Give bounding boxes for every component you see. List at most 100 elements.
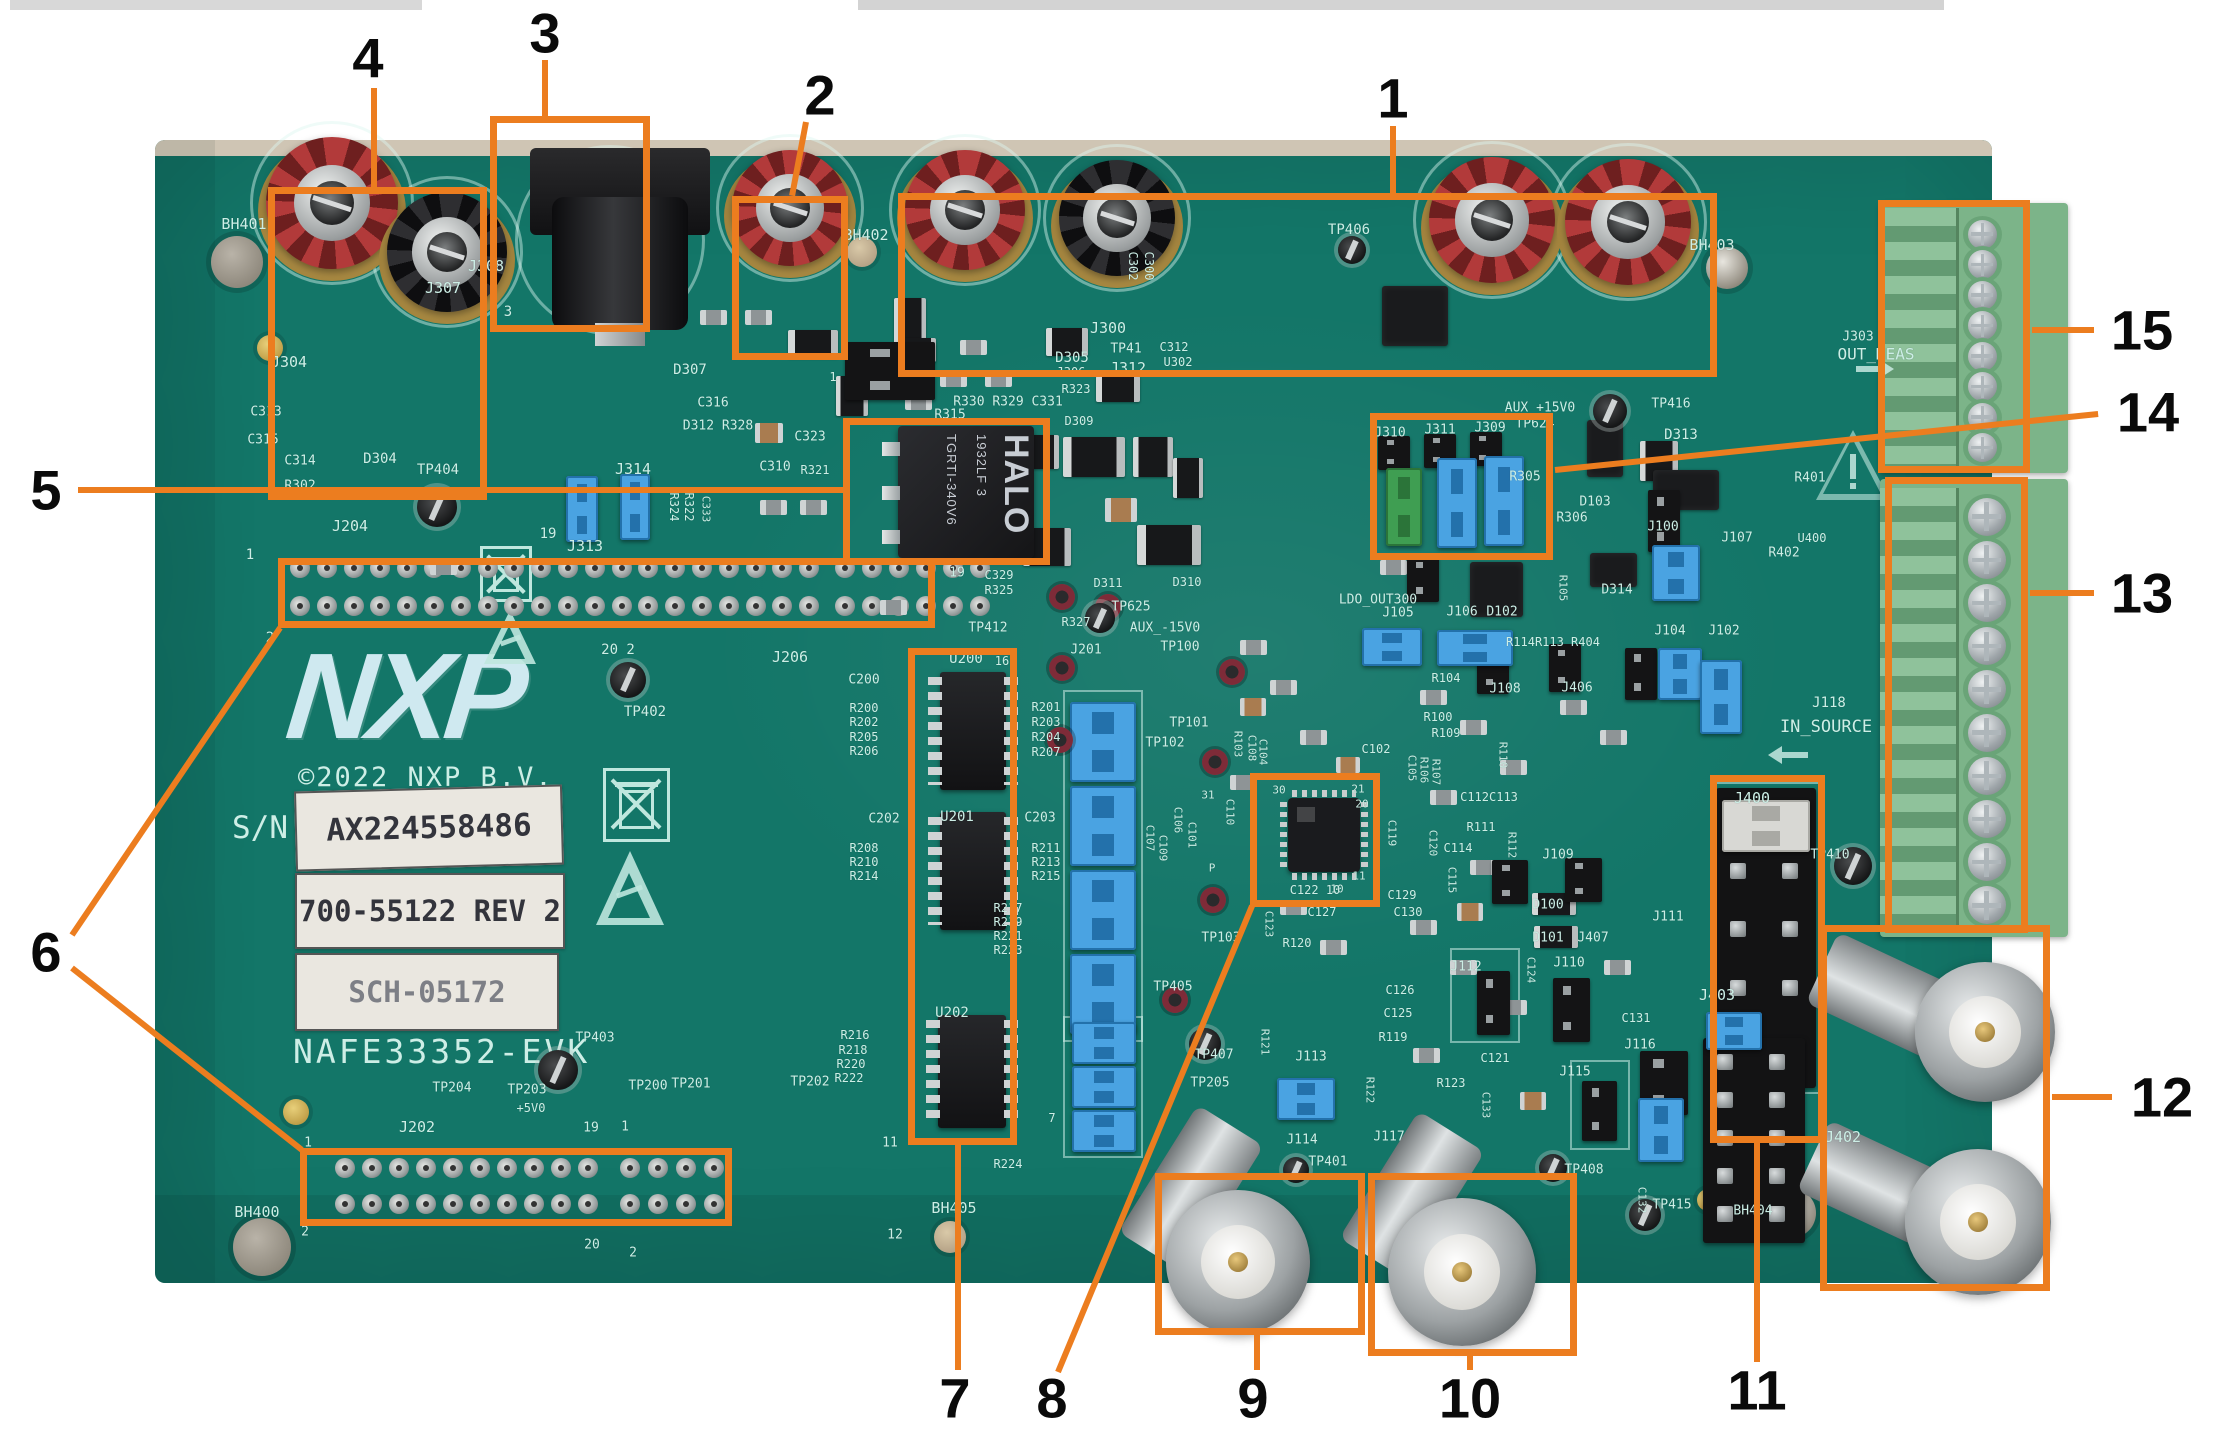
bin-icon [603,768,670,842]
callout-10-label: 10 [1438,1366,1502,1430]
silkscreen-label: D309 [1064,414,1094,428]
smd-diode [1133,437,1173,477]
U101-qfn [1280,790,1368,880]
fiducial-dot [847,237,877,267]
tb-cross-h [1971,384,1994,389]
tb-side-wall [1880,488,1959,928]
silkscreen-label: TP406 [1327,222,1371,238]
callout-6-label: 6 [30,920,62,984]
silkscreen-label: C115 [1445,866,1459,894]
silkscreen-label: J114 [1286,1132,1318,1148]
silkscreen-label: TP203 [507,1082,547,1098]
smd-capacitor [1520,1092,1546,1110]
jumper-slot [1714,704,1728,726]
pin-hole [297,603,303,609]
tb-cross-h [1972,643,2002,649]
tb-screw [1967,311,1997,341]
pin-tip [1485,678,1493,686]
smd-passive [800,500,827,515]
soic-pins [928,676,942,786]
silkscreen-label: U201 [940,809,974,825]
pin-tip [1386,459,1394,464]
silkscreen-label: C126 [1385,983,1415,997]
silkscreen-label: 20 2 [601,642,635,658]
pin-hole [531,1201,537,1207]
soic-pins [928,816,942,926]
silkscreen-label: U302 [1163,355,1193,369]
halo-pin [882,486,900,500]
silkscreen-label: C316 [697,395,729,411]
smd-diode [1063,437,1125,477]
tb-screw [1967,886,2006,925]
J400-jumper [1722,800,1810,852]
silkscreen-label: D304 [363,451,397,467]
U202-soic [926,1015,1018,1128]
pin-hole [752,603,759,609]
jumper-slot [1093,1115,1115,1127]
silkscreen-label: J406 [1561,680,1593,696]
J104-jumper [1658,648,1702,700]
callout-12-line [2052,1094,2112,1100]
silkscreen-label: J117 [1373,1129,1405,1145]
pin-hole [377,603,384,609]
silkscreen-label: TP404 [416,462,460,478]
silkscreen-label: D311 [1093,576,1123,590]
pin-tip [1782,862,1798,879]
silkscreen-label: R305 [1509,469,1541,485]
warn-dot [1850,483,1856,490]
smd-capacitor [1240,698,1266,716]
pin-hole [457,565,464,571]
silkscreen-label: TP201 [671,1076,711,1092]
silkscreen-label: J311 [1424,422,1456,438]
callout-9-label: 9 [1237,1366,1269,1430]
smd-capacitor [755,423,783,443]
smd-passive [1560,700,1587,715]
callout-9-box [1155,1173,1365,1335]
tb-screw [1967,800,2006,838]
silkscreen-label: TP416 [1651,396,1691,412]
callout-10-box [1368,1173,1577,1356]
halo-text: 1932LF 3 [974,433,990,497]
silkscreen-label: R207 [1031,745,1061,759]
tb-screw [1967,540,2006,579]
callout-4-label: 4 [352,26,384,90]
pin-hole [655,1201,661,1207]
pin-hole [699,603,705,609]
mounting-hole [211,236,263,288]
pin-hole [297,565,303,571]
pin-hole [538,603,545,609]
silkscreen-label: R204 [1031,730,1061,744]
halo-text: HALO [996,433,1035,535]
silkscreen-label: R104 [1431,671,1461,685]
silkscreen-label: R110 [1496,741,1510,769]
silkscreen-label: R215 [1031,869,1061,883]
esd-inner [608,873,651,919]
tb-screw [1967,713,2006,752]
silkscreen-label: TP403 [575,1030,615,1046]
pin-tip [1730,921,1746,938]
pin-hole [711,1165,717,1171]
smd-passive [1420,690,1447,705]
silkscreen-label: J109 [1542,847,1574,863]
silkscreen-label: J307 [424,279,462,297]
silkscreen-label: R306 [1556,510,1588,526]
callout-12-box [1820,925,2050,1291]
tb-screw [1967,756,2006,795]
pin-hole [591,603,598,609]
silkscreen-label: J204 [331,517,369,535]
qfn-pins-bottom [1292,873,1356,880]
silkscreen-label: BH402 [843,226,889,244]
pin-tip [1502,865,1510,872]
silkscreen-label: TP102 [1145,735,1185,751]
silkscreen-label: 12 [887,1227,903,1243]
smd-passive [1380,560,1407,575]
pin-hole [450,1201,456,1207]
silkscreen-label: R218 [838,1043,868,1057]
pin-hole [896,565,902,571]
silkscreen-label: C119 [1385,819,1399,847]
tb-screw [1967,250,1997,280]
pin-tip [1769,1054,1785,1070]
silkscreen-label: R216 [840,1028,870,1042]
J309-jumper [1484,456,1524,546]
